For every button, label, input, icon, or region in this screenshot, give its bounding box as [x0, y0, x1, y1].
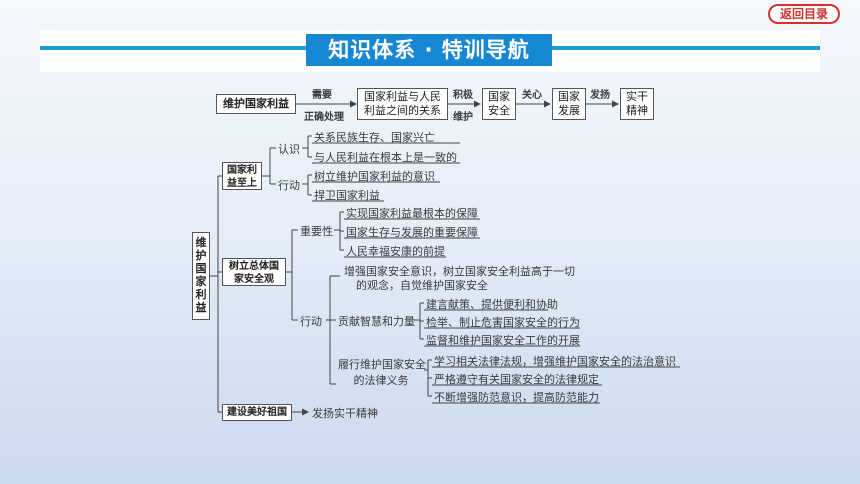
tree-root-box: 维护国家利益 — [192, 232, 210, 320]
flow-security-line2: 安全 — [488, 104, 510, 117]
header-line-right — [552, 46, 820, 50]
branch2-line2: 家安全观 — [234, 274, 274, 285]
flow-relation-box: 国家利益与人民 利益之间的关系 — [357, 88, 448, 120]
branch2-act-label: 行动 — [300, 315, 322, 328]
branch2-duty-line2: 的法律义务 — [353, 374, 409, 387]
flow-spirit-line1: 实干 — [626, 90, 648, 103]
flow-arrow1-top-label: 需要 — [312, 90, 332, 101]
page-title: 知识体系 · 特训导航 — [306, 34, 552, 66]
branch2-contribute-item3: 监督和维护国家安全工作的开展 — [426, 334, 580, 347]
branch1-box: 国家利 益至上 — [222, 162, 262, 190]
branch1-line2: 益至上 — [227, 178, 257, 189]
branch1-cognize-item2: 与人民利益在根本上是一致的 — [314, 151, 457, 164]
flow-arrow1-bottom-label: 正确处理 — [304, 112, 344, 123]
flow-development-line2: 发展 — [558, 104, 580, 117]
flow-arrow4-top-label: 发扬 — [590, 90, 610, 101]
flow-relation-line1: 国家利益与人民 — [364, 90, 441, 103]
branch2-duty-line1: 履行维护国家安全 — [338, 358, 426, 371]
flow-development-box: 国家 发展 — [552, 88, 586, 120]
branch2-contribute-item1: 建言献策、提供便利和协助 — [426, 298, 558, 311]
flow-spirit-box: 实干 精神 — [620, 88, 654, 120]
branch2-act-intro-line1: 增强国家安全意识，树立国家安全利益高于一切 — [344, 265, 575, 278]
branch2-duty-item2: 严格遵守有关国家安全的法律规定 — [434, 373, 599, 386]
branch2-act-intro-line2: 的观念，自觉维护国家安全 — [356, 279, 488, 292]
branch1-cognize-label: 认识 — [278, 143, 300, 156]
branch2-contribute-label: 贡献智慧和力量 — [338, 315, 415, 328]
branch2-contribute-item2: 检举、制止危害国家安全的行为 — [426, 316, 580, 329]
flow-arrow3-top-label: 关心 — [522, 90, 542, 101]
branch2-importance-label: 重要性 — [300, 225, 333, 238]
branch1-act-item2: 捍卫国家利益 — [314, 189, 380, 202]
flow-arrow2-top-label: 积极 — [453, 90, 473, 101]
branch3-box: 建设美好祖国 — [222, 404, 292, 421]
branch2-duty-item3: 不断增强防范意识，提高防范能力 — [434, 391, 599, 404]
branch1-act-label: 行动 — [278, 179, 300, 192]
flow-security-line1: 国家 — [488, 90, 510, 103]
branch2-importance-item3: 人民幸福安康的前提 — [346, 245, 445, 258]
flow-development-line1: 国家 — [558, 90, 580, 103]
back-to-contents-button[interactable]: 返回目录 — [768, 4, 840, 24]
branch2-box: 树立总体国 家安全观 — [222, 258, 286, 286]
flow-arrow2-bottom-label: 维护 — [453, 112, 473, 123]
branch2-importance-item1: 实现国家利益最根本的保障 — [346, 207, 478, 220]
header-line-left — [40, 46, 306, 50]
flow-security-box: 国家 安全 — [482, 88, 516, 120]
branch2-importance-item2: 国家生存与发展的重要保障 — [346, 226, 478, 239]
flow-relation-line2: 利益之间的关系 — [364, 104, 441, 117]
branch3-result: 发扬实干精神 — [312, 407, 378, 420]
branch2-duty-item1: 学习相关法律法规，增强维护国家安全的法治意识 — [434, 355, 676, 368]
branch1-act-item1: 树立维护国家利益的意识 — [314, 170, 435, 183]
branch1-line1: 国家利 — [227, 165, 257, 176]
flow-start-box: 维护国家利益 — [216, 94, 296, 114]
flow-spirit-line2: 精神 — [626, 104, 648, 117]
branch1-cognize-item1: 关系民族生存、国家兴亡 — [314, 131, 435, 144]
branch2-line1: 树立总体国 — [229, 261, 279, 272]
branch2-duty-label: 履行维护国家安全 的法律义务 — [338, 356, 426, 388]
